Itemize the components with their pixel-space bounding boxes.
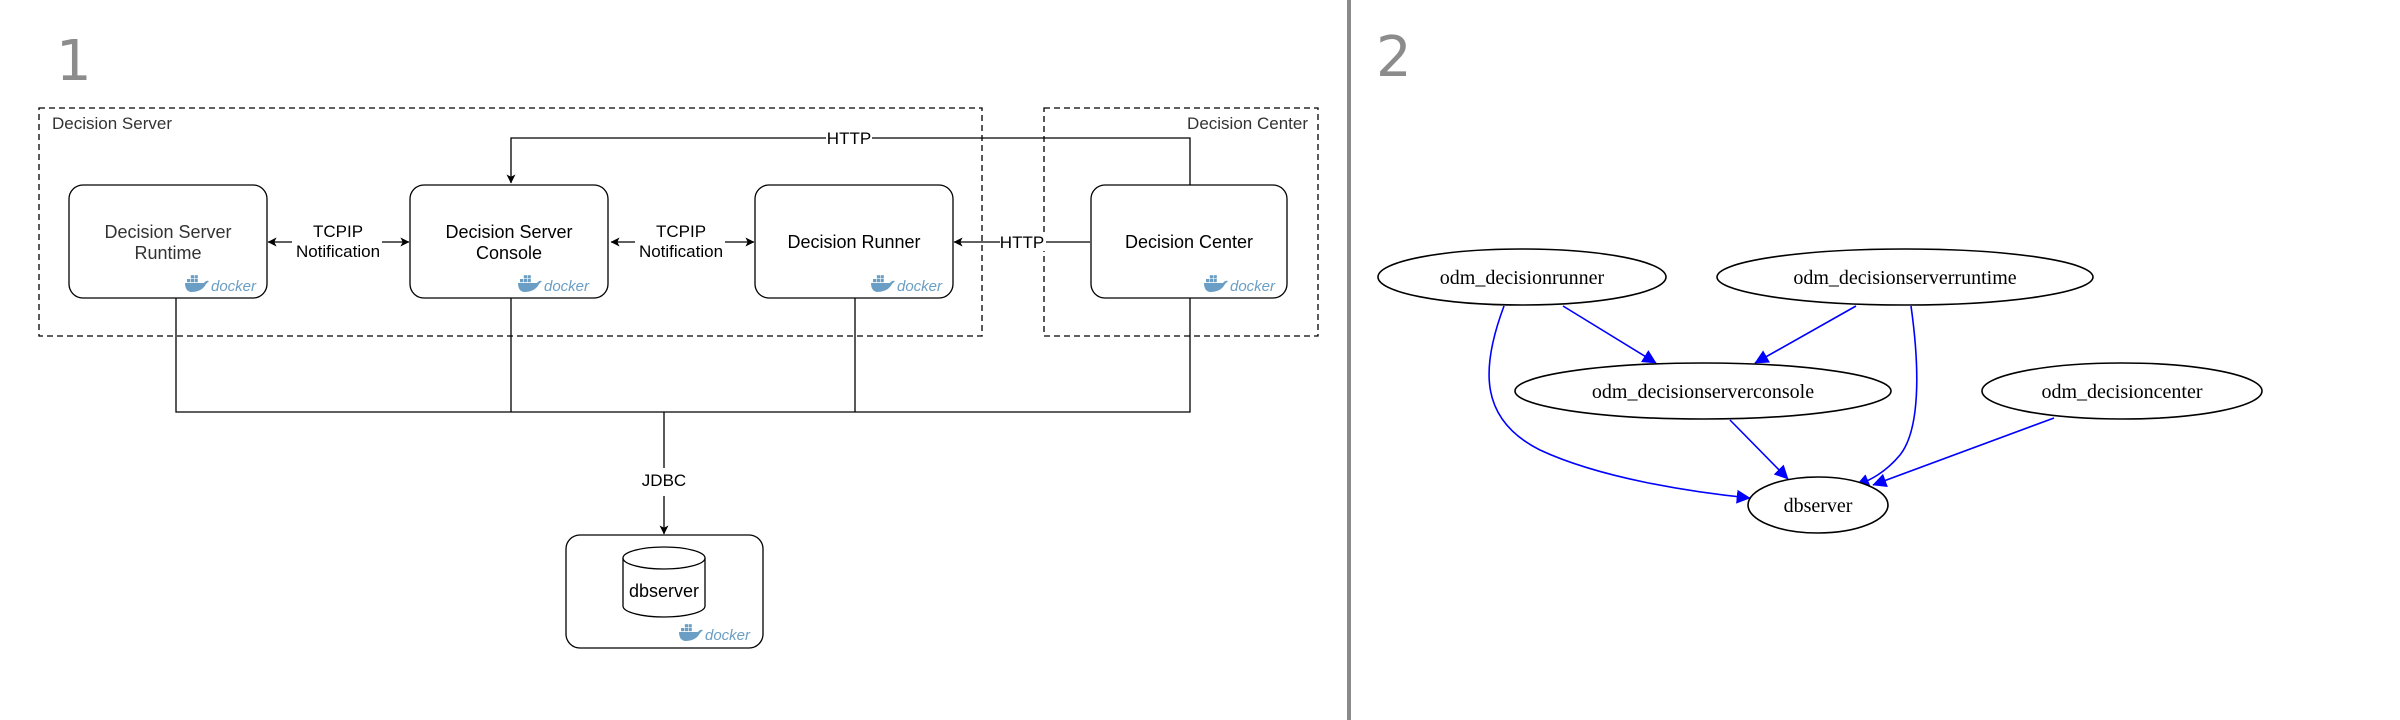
group-label: Decision Center [1187,114,1308,133]
graph-edges [1488,305,2055,504]
node-label: Decision Runner [787,232,920,252]
edge-label: JDBC [642,471,686,490]
docker-logo-icon: docker [871,275,943,295]
node-label: Runtime [134,243,201,263]
panel-divider [1347,0,1351,720]
edge-label: TCPIP [656,222,706,241]
graph-node-label: odm_decisionserverruntime [1793,267,2016,289]
db-bus [175,298,1191,468]
node-label: Console [476,243,542,263]
node-dbserver: dbserver docker [565,534,764,649]
docker-logo-icon: docker [518,275,590,295]
architecture-diagram: Decision Server Decision Center JDBC HTT… [38,107,1319,649]
docker-logo-icon: docker [1204,275,1276,295]
edge-console-db [1729,419,1789,480]
edge-label: TCPIP [313,222,363,241]
group-label: Decision Server [52,114,172,133]
svg-text:docker: docker [897,278,943,295]
graph-node-label: odm_decisionrunner [1440,267,1605,289]
node-decision-center: Decision Center docker [1090,184,1288,299]
svg-text:docker: docker [211,278,257,295]
svg-text:docker: docker [1230,278,1276,295]
node-label: dbserver [629,581,699,601]
graph-node: odm_decisionrunner [1377,248,1667,306]
docker-logo-icon: docker [185,275,257,295]
node-label: Decision Center [1125,232,1253,252]
dependency-graph: odm_decisionrunner odm_decisionserverrun… [1377,248,2263,534]
node-decision-runner: Decision Runner docker [754,184,954,299]
edge-runner-db [1488,305,1751,504]
graph-node: odm_decisionserverruntime [1716,248,2094,306]
svg-text:docker: docker [544,278,590,295]
node-decision-server-console: Decision Server Console docker [409,184,609,299]
panel-number: 2 [1376,25,1412,90]
edge-runtime-console [1754,305,1857,364]
database-icon [622,546,706,618]
group-decision-center [1043,107,1319,337]
edge-label: Notification [639,242,723,261]
graph-node: odm_decisioncenter [1981,362,2263,420]
edge-label: HTTP [827,129,871,148]
graph-node: odm_decisionserverconsole [1514,362,1892,420]
node-label: Decision Server [445,222,572,242]
graph-node-label: odm_decisioncenter [2041,381,2202,403]
node-label: Decision Server [104,222,231,242]
edge-center-db [1872,417,2055,487]
node-decision-server-runtime: Decision Server Runtime docker [68,184,268,299]
edge-runner-console [1562,305,1657,364]
panel-number: 1 [56,29,92,94]
graph-node-label: dbserver [1784,495,1853,517]
edge-label: HTTP [1000,233,1044,252]
docker-logo-icon: docker [679,624,751,644]
edge-label: Notification [296,242,380,261]
svg-text:docker: docker [705,627,751,644]
graph-node: dbserver [1747,476,1889,534]
graph-node-label: odm_decisionserverconsole [1592,381,1814,403]
